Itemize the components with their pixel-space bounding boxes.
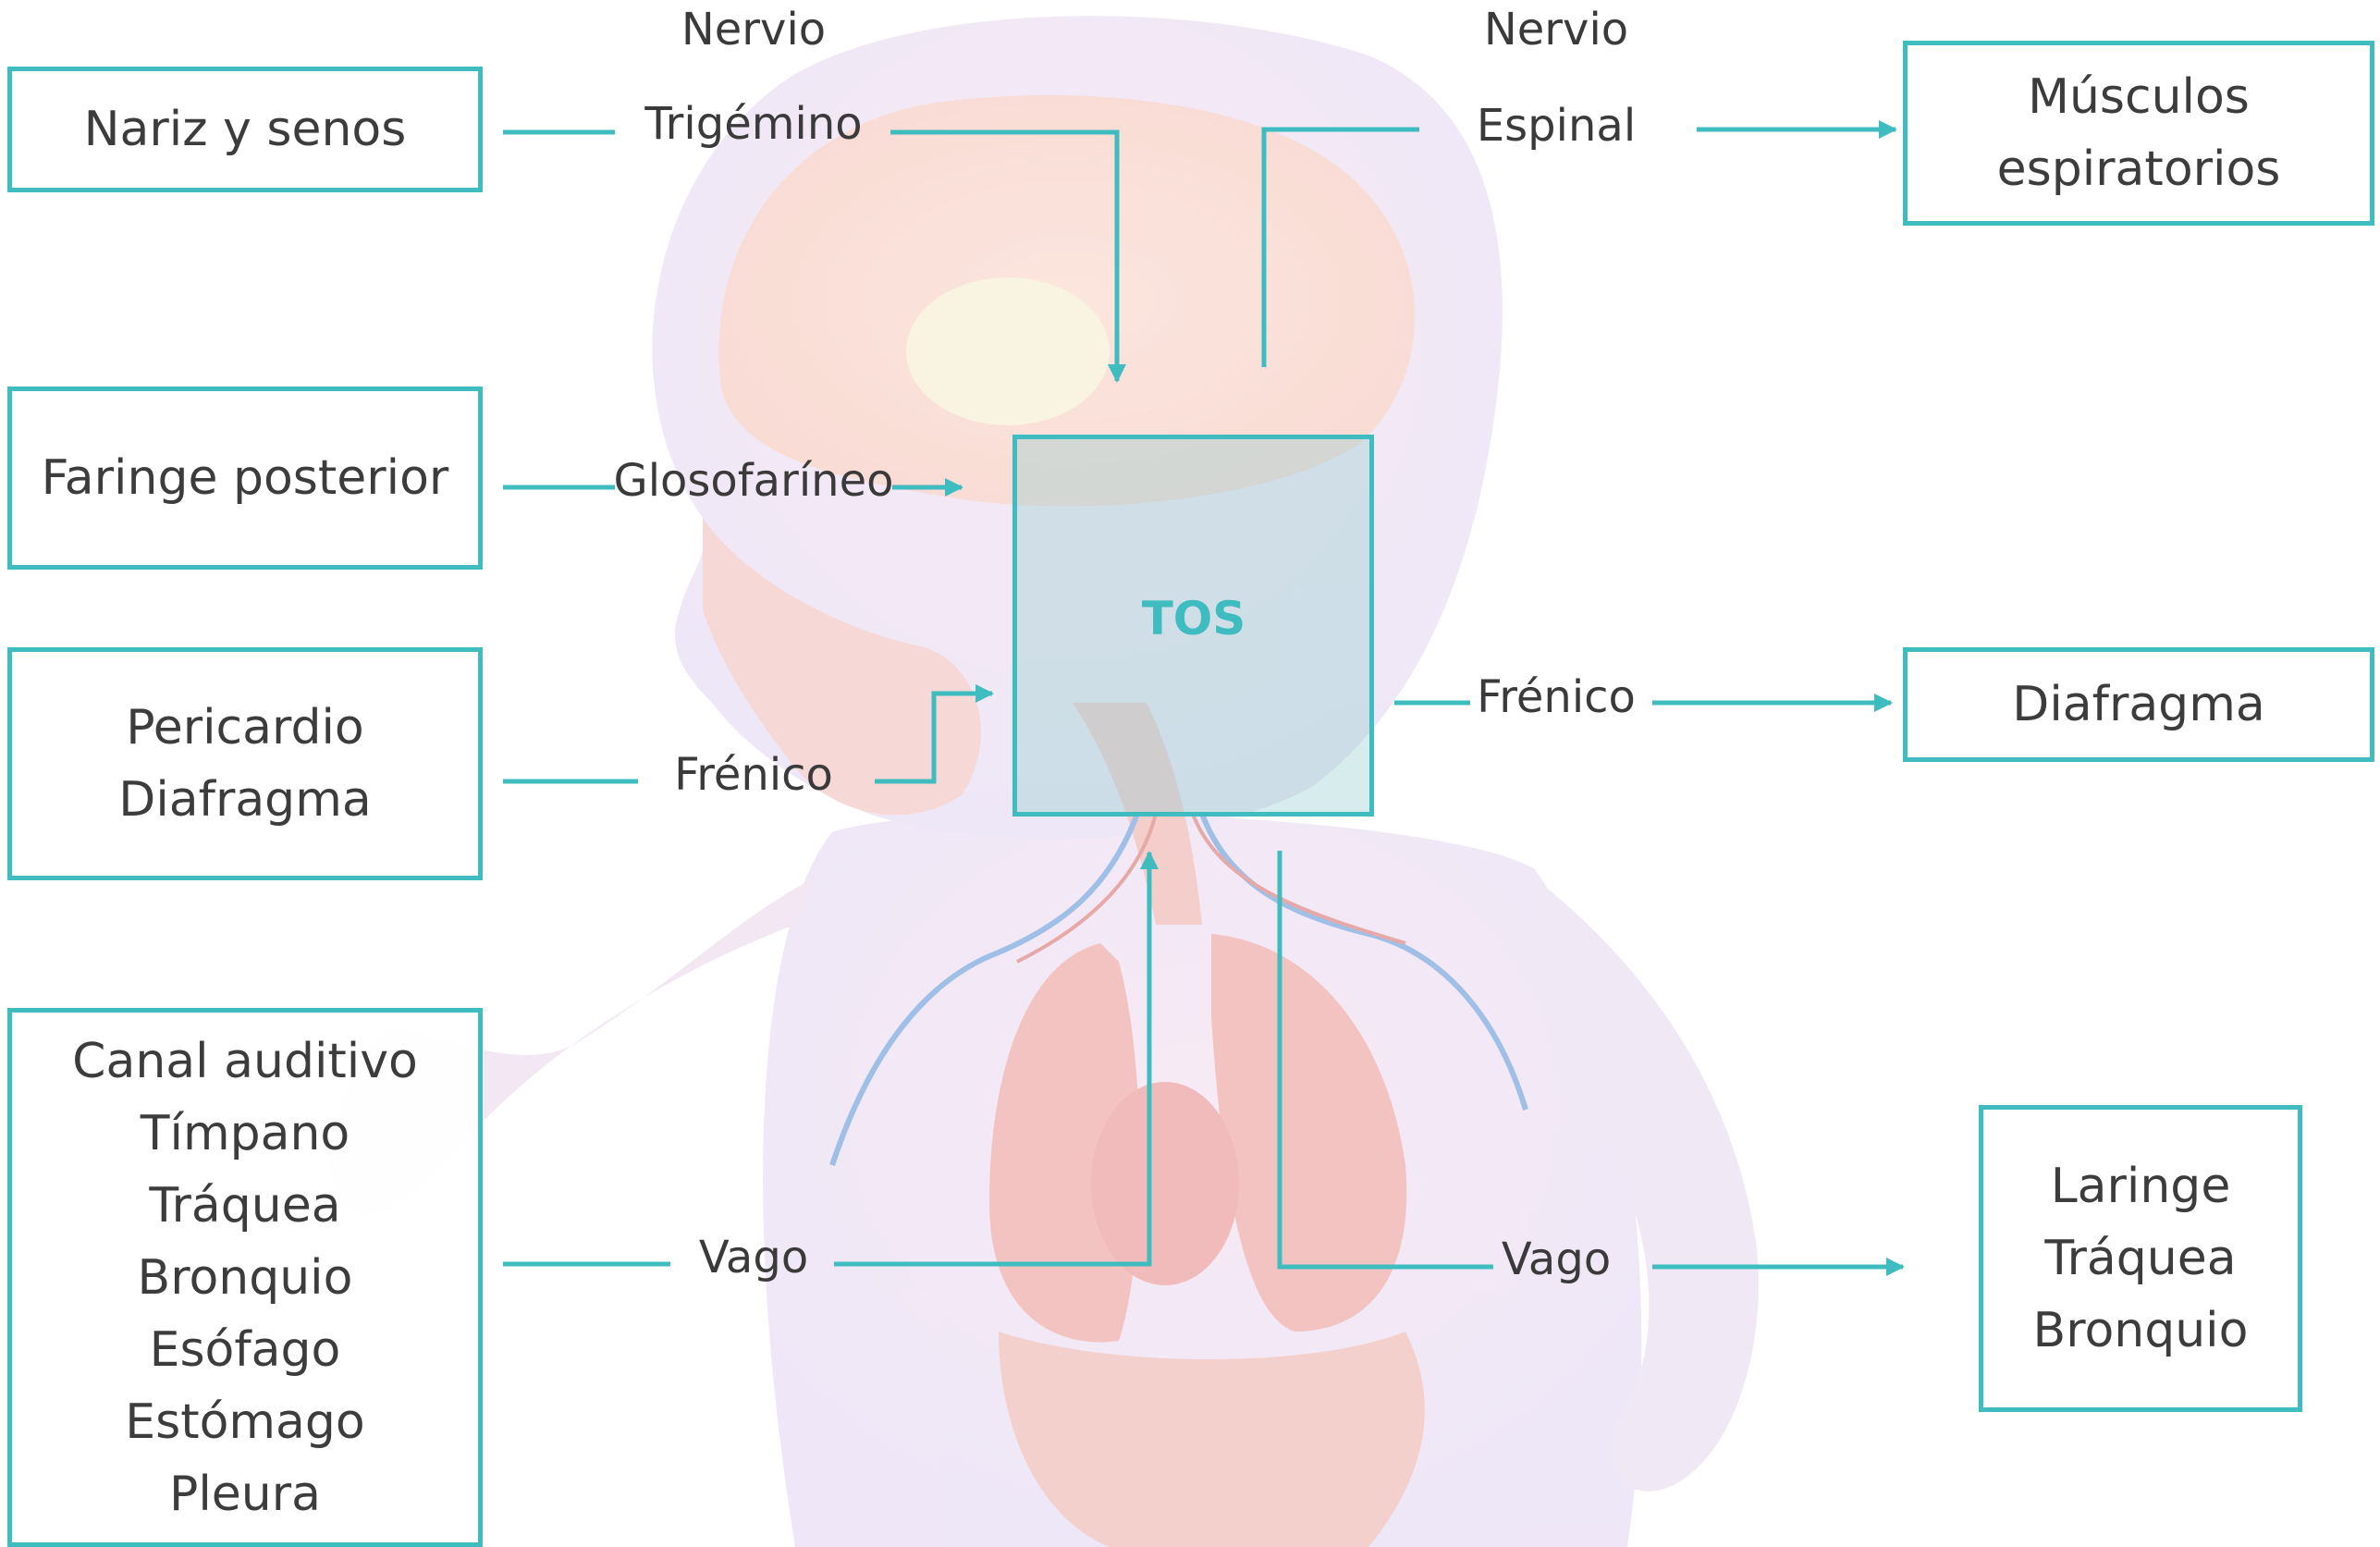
nerve-label-glosofaringeo: Glosofaríneo <box>614 455 894 507</box>
receptor-box-pericardio: Pericardio Diafragma <box>7 647 483 880</box>
effector-box-musculos: Músculos espiratorios <box>1903 41 2374 226</box>
receptor-label: Estómago <box>125 1386 365 1458</box>
arrow-trigemino <box>890 132 1117 381</box>
receptor-label: Faringe posterior <box>42 442 449 514</box>
effector-label: espiratorios <box>1997 133 2281 205</box>
arrow-vago-afferent <box>834 853 1149 1264</box>
receptor-label: Tímpano <box>141 1098 350 1170</box>
effector-box-diafragma: Diafragma <box>1903 647 2374 762</box>
nerve-label-vago-afferent: Vago <box>699 1232 808 1283</box>
cough-center-label: TOS <box>1142 592 1246 645</box>
effector-label: Tráquea <box>2044 1222 2236 1295</box>
effector-label: Bronquio <box>2033 1295 2249 1367</box>
receptor-label: Nariz y senos <box>84 93 407 166</box>
receptor-label: Bronquio <box>138 1242 353 1314</box>
nerve-label-frenico-afferent: Frénico <box>674 749 833 801</box>
nerve-label-frenico-efferent: Frénico <box>1477 671 1636 723</box>
receptor-label: Pleura <box>169 1458 321 1530</box>
receptor-label: Esófago <box>150 1314 341 1386</box>
arrow-frenico-afferent <box>875 694 992 781</box>
receptor-label: Canal auditivo <box>72 1025 418 1098</box>
effector-label: Músculos <box>2028 61 2250 133</box>
connector-line <box>1280 851 1493 1267</box>
receptor-box-vago: Canal auditivo Tímpano Tráquea Bronquio … <box>7 1008 483 1547</box>
receptor-label: Pericardio <box>126 692 364 764</box>
efferent-nerve-header: Nervio <box>1484 4 1628 55</box>
effector-box-laringe: Laringe Tráquea Bronquio <box>1979 1105 2302 1412</box>
connector-line <box>1264 129 1419 367</box>
receptor-label: Tráquea <box>149 1170 340 1242</box>
receptor-box-nariz: Nariz y senos <box>7 67 483 192</box>
receptor-label: Diafragma <box>118 764 371 836</box>
receptor-box-faringe: Faringe posterior <box>7 387 483 570</box>
nerve-label-trigemino: Trigémino <box>644 98 862 150</box>
effector-label: Laringe <box>2051 1150 2231 1222</box>
nerve-label-vago-efferent: Vago <box>1502 1234 1611 1285</box>
nerve-label-espinal: Espinal <box>1477 100 1636 152</box>
afferent-nerve-header: Nervio <box>681 4 826 55</box>
effector-label: Diafragma <box>2012 669 2264 741</box>
